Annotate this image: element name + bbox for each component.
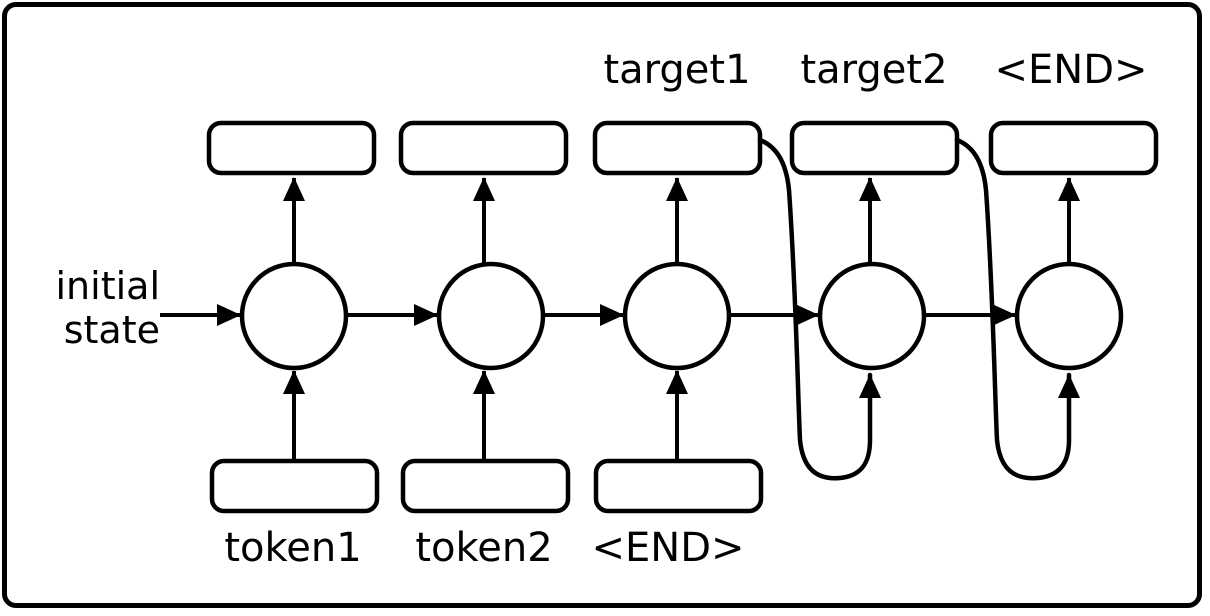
input-box-1[interactable] xyxy=(209,458,380,514)
output-box-4[interactable] xyxy=(789,120,960,176)
input-label-3: <END> xyxy=(591,525,745,571)
output-label-5: <END> xyxy=(994,47,1148,93)
rnn-cell-3[interactable] xyxy=(622,261,732,371)
output-box-row xyxy=(206,120,1159,176)
output-label-4: target2 xyxy=(800,47,948,93)
initial-state-label: initial state xyxy=(55,264,161,352)
rnn-cell-4[interactable] xyxy=(817,261,927,371)
output-box-5[interactable] xyxy=(988,120,1159,176)
rnn-cell-5[interactable] xyxy=(1014,261,1124,371)
cell-to-output-arrows xyxy=(283,177,1080,264)
output-box-3[interactable] xyxy=(592,120,763,176)
input-box-2[interactable] xyxy=(400,458,571,514)
input-to-cell-arrows xyxy=(283,370,688,459)
input-box-row xyxy=(209,458,764,514)
rnn-cell-row xyxy=(239,261,1124,371)
input-label-2: token2 xyxy=(415,525,553,571)
feedback-loop-4-to-5 xyxy=(954,137,1080,481)
input-box-3[interactable] xyxy=(593,458,764,514)
rnn-cell-2[interactable] xyxy=(436,261,546,371)
output-box-2[interactable] xyxy=(398,120,569,176)
feedback-loop-3-to-4 xyxy=(757,137,881,481)
input-label-1: token1 xyxy=(224,525,362,571)
output-label-3: target1 xyxy=(603,47,751,93)
rnn-cell-1[interactable] xyxy=(239,261,349,371)
feedback-loops xyxy=(757,137,1080,481)
output-box-1[interactable] xyxy=(206,120,377,176)
